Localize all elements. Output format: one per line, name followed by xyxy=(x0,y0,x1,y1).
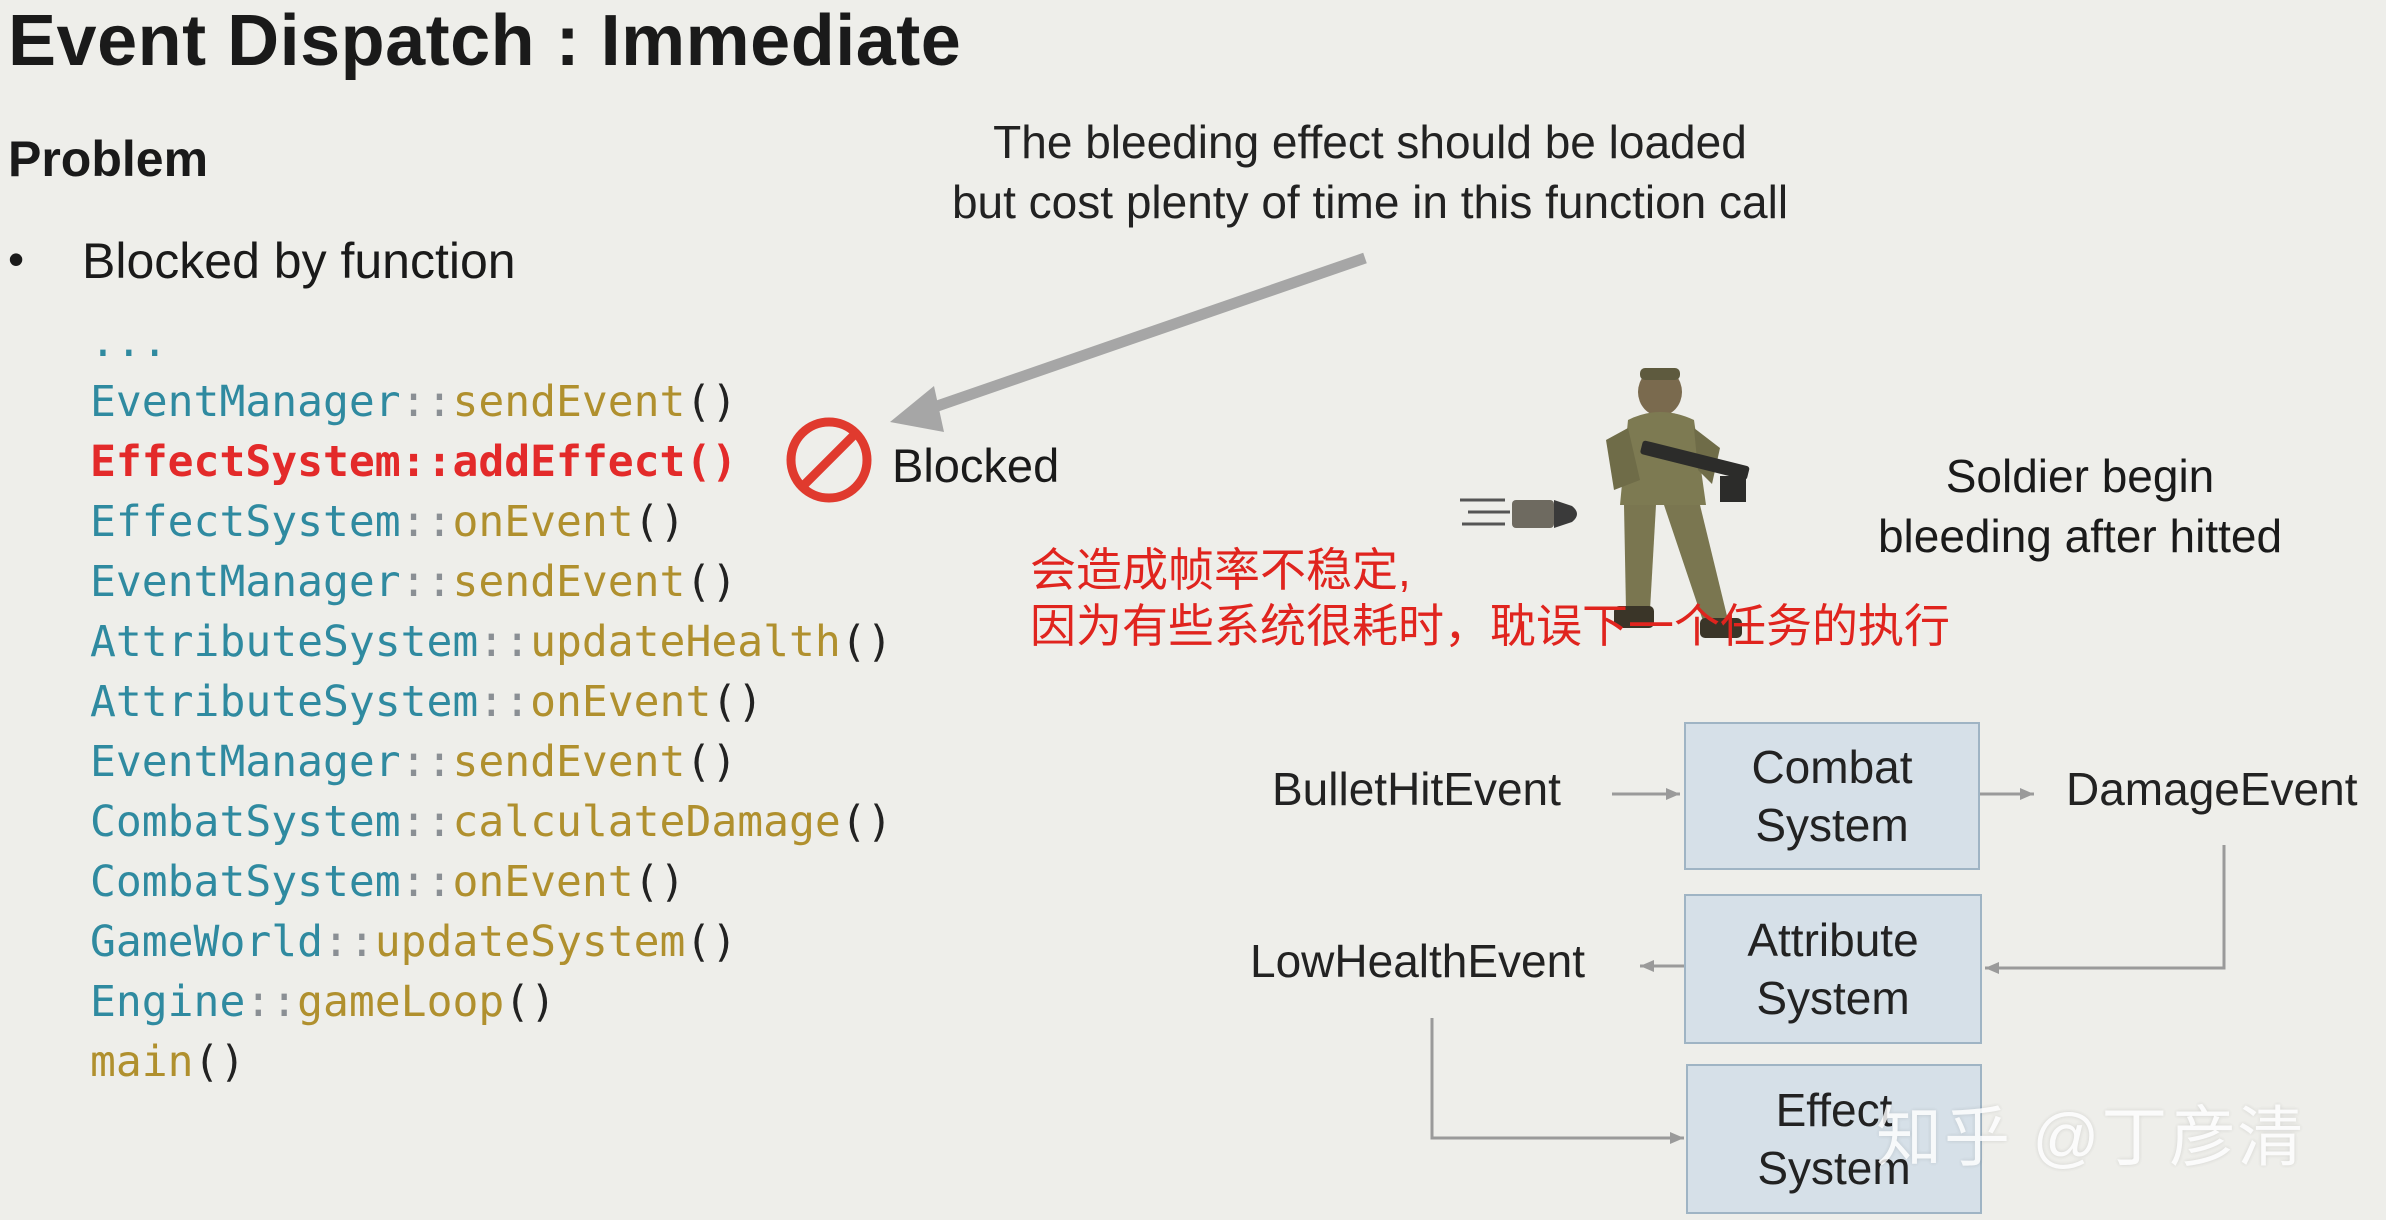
call-stack-row: EventManager::sendEvent() xyxy=(90,732,893,792)
call-stack: ...EventManager::sendEvent()EffectSystem… xyxy=(90,312,893,1092)
call-function-name: onEvent xyxy=(530,677,712,727)
watermark: 知乎 @丁彦清 xyxy=(1876,1100,2306,1174)
call-separator: :: xyxy=(400,437,453,487)
call-function-name: calculateDamage xyxy=(452,797,841,847)
call-separator: :: xyxy=(400,737,453,787)
call-stack-row: main() xyxy=(90,1032,893,1092)
call-parens: () xyxy=(685,917,738,967)
call-class-name: ... xyxy=(90,317,168,367)
bullet-text: Blocked by function xyxy=(82,233,516,289)
call-function-name: sendEvent xyxy=(452,557,686,607)
call-separator: :: xyxy=(400,797,453,847)
call-parens: () xyxy=(685,377,738,427)
call-stack-row: EventManager::sendEvent() xyxy=(90,372,893,432)
call-class-name: GameWorld xyxy=(90,917,323,967)
attribute-system-line-1: Attribute xyxy=(1747,914,1919,966)
call-separator: :: xyxy=(400,857,453,907)
call-parens: () xyxy=(504,977,557,1027)
call-stack-row: ... xyxy=(90,312,893,372)
call-function-name: updateSystem xyxy=(374,917,686,967)
call-class-name: Engine xyxy=(90,977,246,1027)
attribute-system-line-2: System xyxy=(1756,972,1910,1024)
damage-event-label: DamageEvent xyxy=(2066,763,2358,815)
call-class-name: EffectSystem xyxy=(90,497,401,547)
chinese-note: 会造成帧率不稳定, 因为有些系统很耗时，耽误下一个任务的执行 xyxy=(1030,542,1950,654)
annotation-arrow xyxy=(890,252,1367,432)
annotation-text: The bleeding effect should be loaded but… xyxy=(870,112,1870,232)
combat-system-box: Combat System xyxy=(1684,722,1980,870)
call-stack-row: CombatSystem::onEvent() xyxy=(90,852,893,912)
effect-system-box: Effect System xyxy=(1686,1064,1982,1214)
soldier-caption-line-2: bleeding after hitted xyxy=(1877,510,2283,562)
call-separator: :: xyxy=(323,917,375,967)
call-function-name: main xyxy=(90,1037,194,1087)
call-parens: () xyxy=(840,797,893,847)
call-class-name: CombatSystem xyxy=(90,857,401,907)
call-function-name: gameLoop xyxy=(297,977,505,1027)
prohibited-icon xyxy=(786,417,872,503)
call-separator: :: xyxy=(478,677,531,727)
call-class-name: EventManager xyxy=(90,557,401,607)
chinese-note-line-2: 因为有些系统很耗时，耽误下一个任务的执行 xyxy=(1030,600,1950,652)
annotation-line-1: The bleeding effect should be loaded xyxy=(993,116,1747,168)
call-class-name: EffectSystem xyxy=(90,437,401,487)
call-separator: :: xyxy=(245,977,298,1027)
call-function-name: onEvent xyxy=(452,497,634,547)
call-class-name: AttributeSystem xyxy=(90,677,479,727)
call-class-name: AttributeSystem xyxy=(90,617,479,667)
low-health-event-label: LowHealthEvent xyxy=(1250,935,1585,987)
annotation-line-2: but cost plenty of time in this function… xyxy=(951,176,1789,228)
call-function-name: addEffect xyxy=(452,437,686,487)
call-function-name: sendEvent xyxy=(452,377,686,427)
call-function-name: sendEvent xyxy=(452,737,686,787)
call-stack-row: AttributeSystem::updateHealth() xyxy=(90,612,893,672)
call-separator: :: xyxy=(400,497,453,547)
bullet-icon xyxy=(1460,498,1577,528)
combat-system-line-2: System xyxy=(1755,799,1909,851)
call-separator: :: xyxy=(400,377,453,427)
call-stack-row: AttributeSystem::onEvent() xyxy=(90,672,893,732)
call-parens: () xyxy=(633,857,686,907)
call-stack-row: Engine::gameLoop() xyxy=(90,972,893,1032)
flow-connectors xyxy=(1430,788,2226,1144)
call-function-name: onEvent xyxy=(452,857,634,907)
call-parens: () xyxy=(633,497,686,547)
soldier-image xyxy=(1606,368,1750,638)
chinese-note-line-1: 会造成帧率不稳定, xyxy=(1030,544,1411,596)
call-parens: () xyxy=(685,737,738,787)
call-stack-row: EventManager::sendEvent() xyxy=(90,552,893,612)
call-class-name: EventManager xyxy=(90,377,401,427)
slide-title: Event Dispatch : Immediate xyxy=(8,1,962,81)
soldier-caption: Soldier begin bleeding after hitted xyxy=(1840,446,2320,566)
blocked-label: Blocked xyxy=(892,439,1060,492)
call-parens: () xyxy=(711,677,764,727)
effect-system-line-2: System xyxy=(1757,1142,1911,1194)
call-parens: () xyxy=(685,557,738,607)
call-stack-row: EffectSystem::onEvent() xyxy=(90,492,893,552)
call-parens: () xyxy=(685,437,738,487)
call-stack-row: EffectSystem::addEffect() xyxy=(90,432,893,492)
problem-heading: Problem xyxy=(8,131,209,187)
attribute-system-box: Attribute System xyxy=(1684,894,1982,1044)
bullet-marker: • xyxy=(8,233,25,285)
call-stack-row: CombatSystem::calculateDamage() xyxy=(90,792,893,852)
call-class-name: CombatSystem xyxy=(90,797,401,847)
soldier-caption-line-1: Soldier begin xyxy=(1945,450,2215,502)
call-separator: :: xyxy=(400,557,453,607)
call-parens: () xyxy=(193,1037,246,1087)
call-separator: :: xyxy=(478,617,531,667)
call-function-name: updateHealth xyxy=(530,617,841,667)
call-stack-row: GameWorld::updateSystem() xyxy=(90,912,893,972)
bullet-hit-event-label: BulletHitEvent xyxy=(1272,763,1561,815)
call-class-name: EventManager xyxy=(90,737,401,787)
combat-system-line-1: Combat xyxy=(1751,741,1913,793)
call-parens: () xyxy=(840,617,893,667)
effect-system-line-1: Effect xyxy=(1775,1084,1893,1136)
